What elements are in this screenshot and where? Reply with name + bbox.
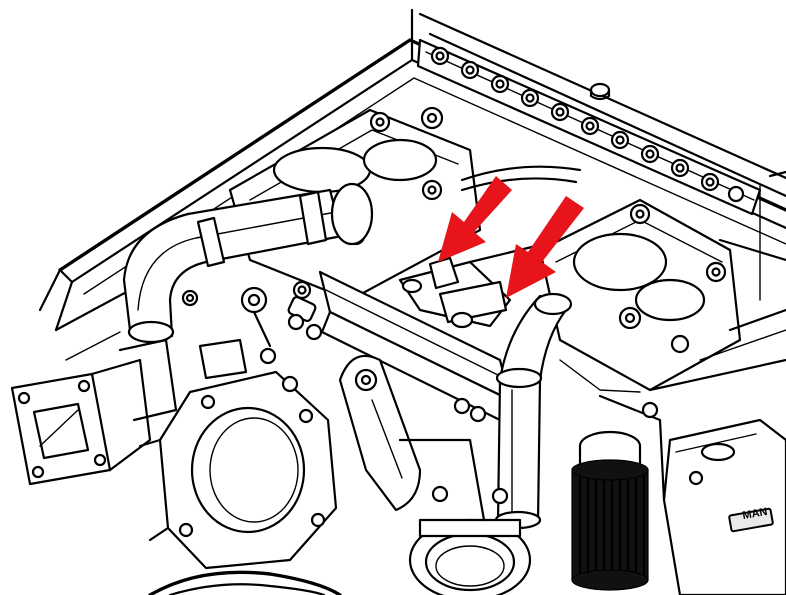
cylinder-head-right <box>538 198 786 392</box>
exhaust-flange-left <box>10 358 152 486</box>
manifold-bolt-row <box>416 38 762 216</box>
misc-hardware <box>118 286 666 502</box>
oil-filter <box>571 430 649 591</box>
valve-cover-right <box>662 418 786 595</box>
injector-assembly <box>398 165 582 329</box>
lower-outlet <box>398 438 532 595</box>
intake-flange-octagon <box>138 370 338 570</box>
pulley-bottom-left <box>148 570 342 595</box>
indicator-arrow-right <box>506 196 584 298</box>
lifting-bracket <box>338 354 422 512</box>
indicator-arrow-left <box>438 176 512 262</box>
coolant-pipe-left <box>122 182 374 344</box>
